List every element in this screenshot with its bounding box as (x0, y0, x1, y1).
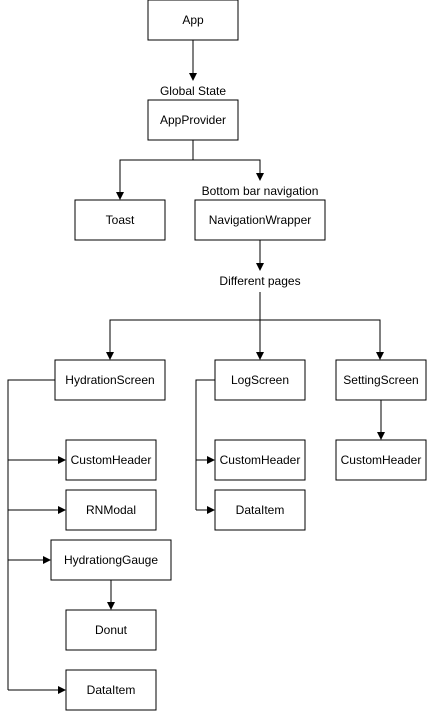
node-setting-customheader-label: CustomHeader (341, 453, 422, 467)
node-rnmodal: RNModal (65, 489, 157, 531)
edges (7, 40, 385, 694)
node-settingscreen: SettingScreen (335, 359, 427, 401)
node-hydration-customheader: CustomHeader (65, 439, 157, 481)
label-different-pages: Different pages (219, 274, 300, 288)
node-toast-label: Toast (106, 213, 135, 227)
node-hydrationgauge-label: HydrationgGauge (64, 553, 158, 567)
node-hydration-dataitem-label: DataItem (87, 683, 136, 697)
edge-appprovider-to-navigationwrapper (193, 159, 264, 181)
node-hydrationscreen: HydrationScreen (54, 359, 166, 401)
node-appprovider-label: AppProvider (160, 113, 226, 127)
node-hydration-customheader-label: CustomHeader (71, 453, 152, 467)
node-appprovider: AppProvider (147, 99, 239, 141)
edge-labels: Global State Bottom bar navigation Diffe… (160, 84, 318, 288)
node-logscreen: LogScreen (214, 359, 306, 401)
edge-hydration-trunk (7, 379, 55, 690)
edge-appprovider-to-toast (116, 140, 194, 200)
node-donut-label: Donut (95, 623, 128, 637)
node-log-customheader-label: CustomHeader (220, 453, 301, 467)
node-log-dataitem: DataItem (214, 489, 306, 531)
node-settingscreen-label: SettingScreen (343, 373, 418, 387)
label-global-state: Global State (160, 84, 226, 98)
node-navigationwrapper-label: NavigationWrapper (209, 213, 312, 227)
node-toast: Toast (74, 199, 166, 241)
node-logscreen-label: LogScreen (231, 373, 289, 387)
label-bottom-bar-navigation: Bottom bar navigation (202, 184, 319, 198)
node-navigationwrapper: NavigationWrapper (194, 199, 326, 241)
node-app: App (147, 0, 239, 41)
node-rnmodal-label: RNModal (86, 503, 136, 517)
edge-log-trunk (195, 379, 215, 510)
node-donut: Donut (65, 609, 157, 651)
node-log-customheader: CustomHeader (214, 439, 306, 481)
node-hydration-dataitem: DataItem (65, 669, 157, 711)
node-setting-customheader: CustomHeader (335, 439, 427, 481)
edge-to-settingscreen (260, 319, 384, 360)
node-hydrationscreen-label: HydrationScreen (65, 373, 154, 387)
edge-to-hydrationscreen (106, 292, 261, 360)
node-app-label: App (182, 13, 204, 27)
node-log-dataitem-label: DataItem (236, 503, 285, 517)
node-hydrationgauge: HydrationgGauge (50, 539, 172, 581)
